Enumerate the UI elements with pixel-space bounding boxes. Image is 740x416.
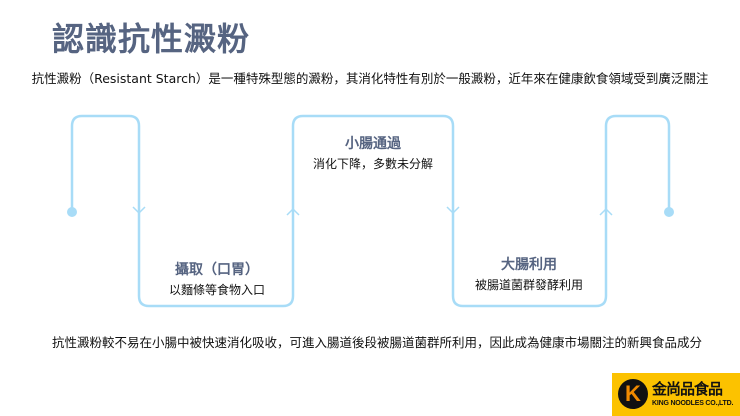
logo-name-en: KING NOODLES CO.,LTD. <box>652 400 734 407</box>
page-title: 認識抗性澱粉 <box>52 20 251 58</box>
summary-text: 抗性澱粉較不易在小腸中被快速消化吸收，可進入腸道後段被腸道菌群所利用，因此成為健… <box>51 335 702 350</box>
intro-text: 抗性澱粉（Resistant Starch）是一種特殊型態的澱粉，其消化特性有別… <box>31 71 709 86</box>
flow-line <box>70 114 671 308</box>
end-dot <box>664 207 674 217</box>
step-desc: 以麵條等食物入口 <box>168 283 265 297</box>
step-heading: 攝取（口胃） <box>175 262 259 278</box>
arrow-up-icon <box>599 207 613 216</box>
logo-mark-icon: K <box>618 379 648 409</box>
step-heading: 小腸通過 <box>345 136 401 152</box>
company-logo: K 金尚品食品 KING NOODLES CO.,LTD. <box>612 373 740 416</box>
step-heading: 大腸利用 <box>501 257 557 273</box>
step-desc: 消化下降，多數未分解 <box>312 157 433 171</box>
arrow-down-icon <box>132 206 146 215</box>
start-dot <box>67 207 77 217</box>
step-desc: 被腸道菌群發酵利用 <box>474 278 583 292</box>
step-large-intestine: 大腸利用 被腸道菌群發酵利用 <box>439 254 619 293</box>
arrow-down-icon <box>446 206 460 215</box>
arrow-up-icon <box>286 207 300 216</box>
logo-name-cn: 金尚品食品 <box>652 380 723 398</box>
step-small-intestine: 小腸通過 消化下降，多數未分解 <box>283 133 463 172</box>
step-intake: 攝取（口胃） 以麵條等食物入口 <box>127 259 307 298</box>
